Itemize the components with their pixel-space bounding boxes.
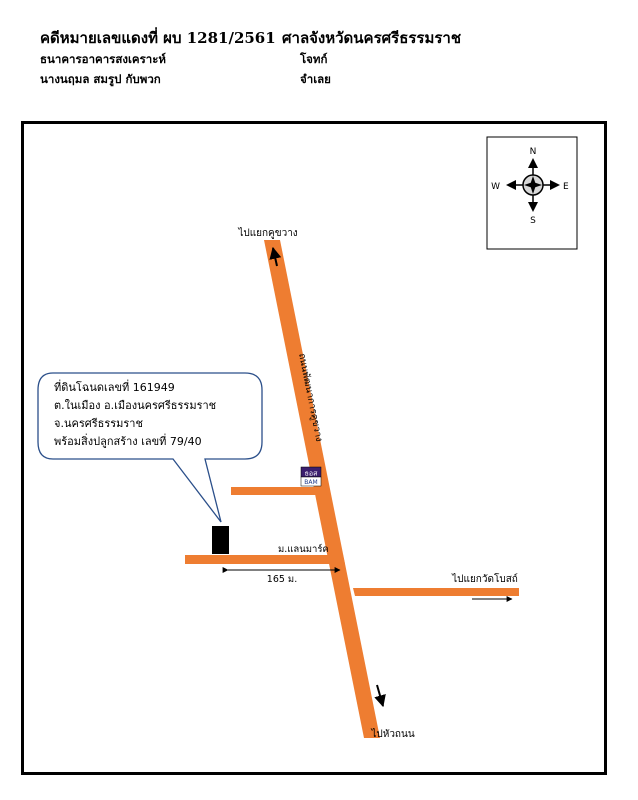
upper-side-road [231, 487, 327, 495]
compass-east-label: E [563, 182, 569, 192]
north-arrow-icon [269, 246, 282, 267]
plaintiff-role: โจทก์ [300, 52, 328, 66]
compass-icon [506, 158, 560, 212]
to-huathanon-label: ไปหัวถนน [370, 728, 414, 740]
landmark-village-road [185, 555, 345, 564]
defendant-role: จำเลย [300, 72, 331, 86]
property-marker [212, 526, 229, 554]
distance-label: 165 ม. [267, 574, 297, 585]
property-callout: ที่ดินโฉนดเลขที่ 161949 ต.ในเมือง อ.เมือ… [37, 372, 263, 523]
callout-line-district: ต.ในเมือง อ.เมืองนครศรีธรรมราช [54, 399, 216, 412]
compass-rose: N S W E [486, 136, 578, 250]
bank-sign-bottom-text: BAM [304, 479, 317, 486]
callout-line-building: พร้อมสิ่งปลูกสร้าง เลขที่ 79/40 [54, 433, 202, 448]
landmark-village-label: ม.แลนมาร์ค [278, 543, 329, 555]
callout-line-deed: ที่ดินโฉนดเลขที่ 161949 [54, 379, 175, 394]
compass-west-label: W [491, 182, 500, 192]
compass-north-label: N [530, 147, 537, 157]
defendant-name: นางนฤมล สมรูป กับพวก [40, 72, 161, 86]
compass-south-label: S [530, 216, 536, 226]
bank-sign: ธอส BAM [300, 466, 322, 487]
case-number-title: คดีหมายเลขแดงที่ ผบ 1281/2561 [40, 29, 276, 47]
to-khukhwang-label: ไปแยกคูขวาง [237, 227, 297, 239]
to-watphos-label: ไปแยกวัดโบสถ์ [451, 572, 518, 585]
plaintiff-name: ธนาคารอาคารสงเคราะห์ [40, 52, 167, 66]
callout-line-province: จ.นครศรีธรรมราช [54, 417, 143, 430]
court-name: ศาลจังหวัดนครศรีธรรมราช [282, 29, 462, 47]
south-arrow-icon [374, 684, 386, 708]
bank-sign-top-text: ธอส [305, 470, 318, 478]
map-frame [21, 121, 607, 775]
watphos-road [353, 588, 519, 596]
